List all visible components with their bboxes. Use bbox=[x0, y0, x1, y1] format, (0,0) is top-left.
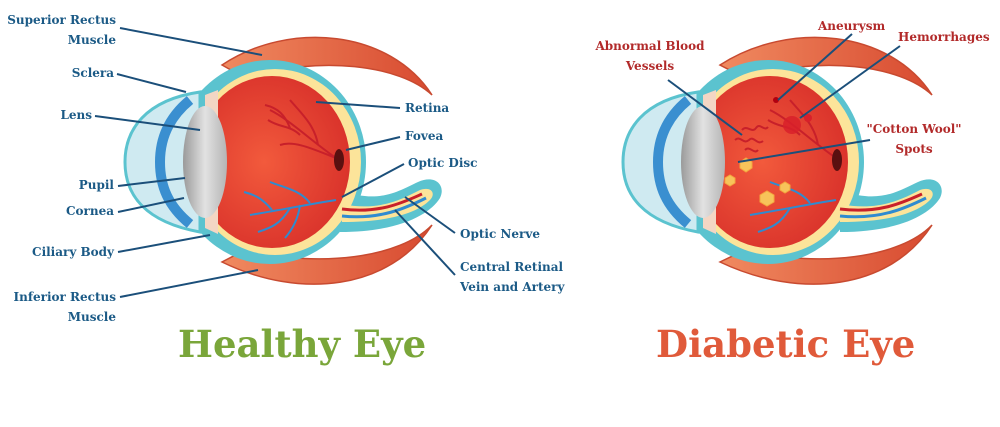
label-abnormal-blood-vessels: Abnormal Blood Vessels bbox=[590, 36, 710, 76]
healthy-inferior-rectus-muscle bbox=[220, 224, 433, 285]
label-superior-rectus-muscle: Superior Rectus Muscle bbox=[6, 10, 116, 50]
diabetic-lens bbox=[681, 106, 725, 218]
diabetic-eye-illustration bbox=[621, 36, 942, 285]
diabetic-fovea bbox=[832, 149, 842, 171]
label-lens: Lens bbox=[60, 108, 92, 122]
healthy-retinal-arteries bbox=[264, 99, 337, 159]
label-sclera: Sclera bbox=[71, 66, 114, 80]
label-inferior-rectus-muscle: Inferior Rectus Muscle bbox=[6, 287, 116, 327]
label-line: "Cotton Wool" bbox=[866, 122, 962, 136]
label-line: Abnormal Blood bbox=[595, 39, 705, 53]
healthy-fovea bbox=[334, 149, 344, 171]
label-line: Superior Rectus bbox=[7, 13, 116, 27]
healthy-retinal-veins bbox=[243, 181, 337, 239]
label-central-retinal-vein-artery: Central Retinal Vein and Artery bbox=[460, 257, 564, 297]
label-ciliary-body: Ciliary Body bbox=[32, 245, 114, 259]
diabetic-inferior-rectus-muscle bbox=[718, 224, 933, 285]
label-line: Spots bbox=[895, 142, 933, 156]
label-fovea: Fovea bbox=[405, 129, 444, 143]
label-line: Vessels bbox=[625, 59, 675, 73]
label-aneurysm: Aneurysm bbox=[818, 19, 886, 33]
healthy-superior-rectus-muscle bbox=[220, 36, 433, 96]
diabetic-eye-title: Diabetic Eye bbox=[656, 322, 916, 366]
diabetic-hemorrhage-spot bbox=[804, 114, 812, 122]
label-cornea: Cornea bbox=[65, 204, 114, 218]
diabetic-superior-rectus-muscle bbox=[718, 36, 933, 96]
label-optic-disc: Optic Disc bbox=[408, 156, 478, 170]
diabetic-leader-lines bbox=[667, 33, 901, 163]
label-line: Muscle bbox=[67, 33, 116, 47]
diabetic-aneurysm-dot bbox=[773, 97, 779, 103]
label-optic-nerve: Optic Nerve bbox=[460, 227, 540, 241]
label-cotton-wool-spots: "Cotton Wool" Spots bbox=[852, 119, 976, 159]
healthy-lens bbox=[183, 106, 227, 218]
label-line: Inferior Rectus bbox=[13, 290, 116, 304]
label-line: Muscle bbox=[67, 310, 116, 324]
healthy-eye-illustration bbox=[123, 36, 442, 285]
label-line: Central Retinal bbox=[460, 260, 564, 274]
label-pupil: Pupil bbox=[78, 178, 114, 192]
healthy-eye-title: Healthy Eye bbox=[178, 322, 427, 366]
label-hemorrhages: Hemorrhages bbox=[898, 30, 990, 44]
diabetic-hemorrhage-spot bbox=[783, 116, 801, 134]
healthy-leader-lines bbox=[94, 27, 456, 298]
label-line: Vein and Artery bbox=[460, 280, 565, 294]
label-retina: Retina bbox=[405, 101, 450, 115]
